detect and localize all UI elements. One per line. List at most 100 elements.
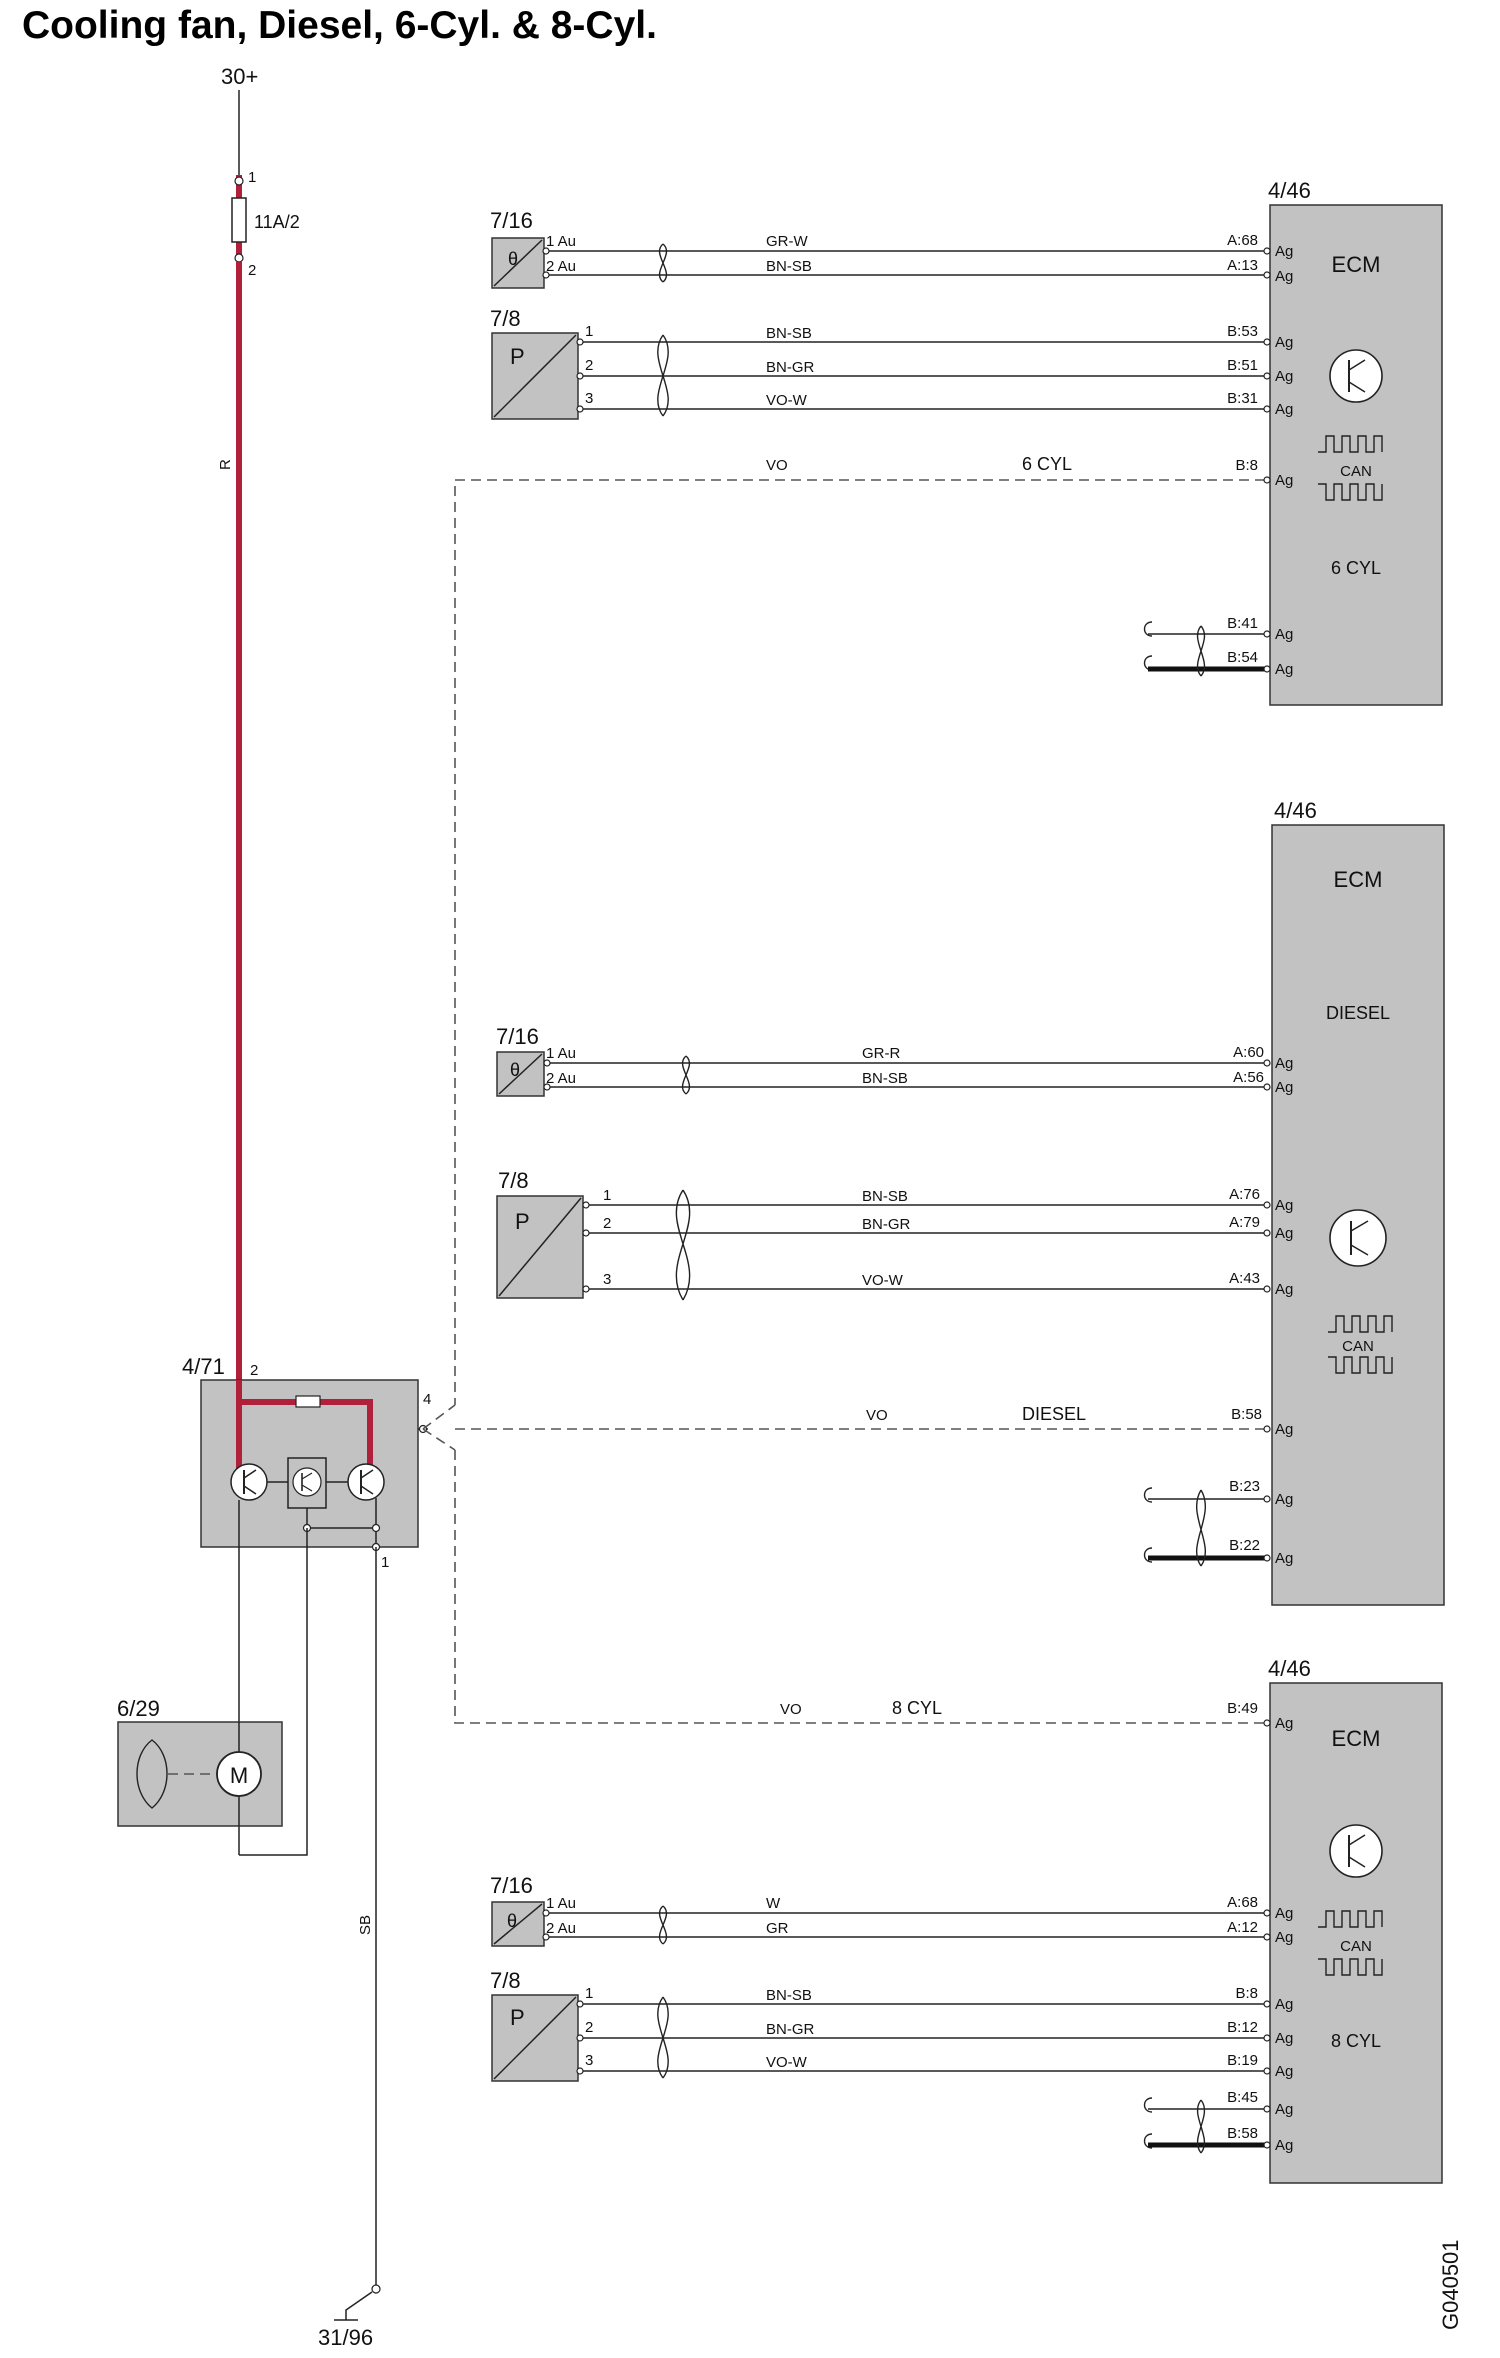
ecm-pin-label: A:13 [1227, 257, 1258, 274]
ecm-8cyl-pins: Ag Ag Ag Ag Ag Ag Ag Ag [1263, 1715, 1293, 2154]
svg-text:Ag: Ag [1275, 661, 1293, 678]
svg-text:1: 1 [603, 1187, 611, 1204]
svg-text:GR-R: GR-R [862, 1045, 900, 1062]
svg-text:Ag: Ag [1275, 1055, 1293, 1072]
svg-text:BN-GR: BN-GR [766, 2021, 815, 2038]
fuse-pin-2-label: 2 [248, 262, 256, 279]
svg-text:B:54: B:54 [1227, 649, 1258, 666]
ecm-diesel-pins: Ag Ag Ag Ag Ag Ag Ag Ag [1263, 1055, 1293, 1567]
svg-text:Ag: Ag [1275, 2101, 1293, 2118]
temp-sensor-theta-icon: θ [508, 249, 518, 269]
svg-text:3: 3 [585, 390, 593, 407]
svg-text:2: 2 [585, 2019, 593, 2036]
signal-variant-tag: 8 CYL [892, 1698, 942, 1718]
svg-text:Ag: Ag [1275, 1421, 1293, 1438]
drawing-id: G040501 [1438, 2239, 1463, 2330]
svg-text:M: M [230, 1763, 248, 1788]
ecm-8cyl-can-icon: CAN [1318, 1910, 1383, 1976]
signal-wire-color: VO [780, 1701, 802, 1718]
svg-text:Ag: Ag [1275, 2063, 1293, 2080]
ecm-diesel-pressure-sensor-id: 7/8 [498, 1168, 529, 1193]
svg-text:CAN: CAN [1340, 463, 1372, 480]
svg-text:B:23: B:23 [1229, 1478, 1260, 1495]
svg-text:1 Au: 1 Au [546, 1045, 576, 1062]
twisted-triple-icon [657, 334, 669, 417]
svg-text:Ag: Ag [1275, 368, 1293, 385]
temp-sensor-theta-icon: θ [507, 1911, 517, 1931]
pressure-sensor-p-icon: P [510, 344, 525, 369]
ecm-6cyl-variant: 6 CYL [1331, 558, 1381, 578]
svg-text:VO-W: VO-W [766, 392, 808, 409]
svg-text:B:41: B:41 [1227, 615, 1258, 632]
svg-text:Ag: Ag [1275, 1197, 1293, 1214]
ecm-6cyl-title: ECM [1332, 252, 1381, 277]
svg-text:BN-GR: BN-GR [766, 359, 815, 376]
ecm-8cyl-box [1269, 1682, 1443, 2184]
svg-text:CAN: CAN [1342, 1338, 1374, 1355]
svg-text:A:68: A:68 [1227, 1894, 1258, 1911]
svg-text:1: 1 [585, 323, 593, 340]
svg-text:Ag: Ag [1275, 1225, 1293, 1242]
ecm-diesel-variant: DIESEL [1326, 1003, 1390, 1023]
svg-text:GR: GR [766, 1920, 789, 1937]
motor-icon: M [216, 1751, 262, 1797]
ecm-diesel-section: 4/46 ECM DIESEL CAN 7/16 θ 1 Au 2 Au GR-… [496, 798, 1445, 1606]
control-module-pin-4-label: 4 [423, 1391, 431, 1408]
svg-text:BN-SB: BN-SB [766, 325, 812, 342]
transistor-left-icon [230, 1463, 268, 1501]
svg-text:Ag: Ag [1275, 1491, 1293, 1508]
svg-text:Ag: Ag [1275, 1079, 1293, 1096]
ground-wire-color: SB [357, 1915, 374, 1935]
temp-pin-2-label: 2 Au [546, 258, 576, 275]
ecm-8cyl-temp-sensor-id: 7/16 [490, 1873, 533, 1898]
svg-text:Ag: Ag [1275, 472, 1293, 489]
temp-pin-1-label: 1 Au [546, 233, 576, 250]
control-transistor-icon [287, 1457, 327, 1509]
svg-text:Ag: Ag [1275, 626, 1293, 643]
signal-variant-tag: 6 CYL [1022, 454, 1072, 474]
ecm-8cyl-title: ECM [1332, 1726, 1381, 1751]
svg-text:B:45: B:45 [1227, 2089, 1258, 2106]
svg-text:3: 3 [585, 2052, 593, 2069]
fuse-11a2 [231, 197, 247, 243]
ecm-8cyl-variant: 8 CYL [1331, 2031, 1381, 2051]
control-module-pin-2: 2 [250, 1362, 258, 1379]
svg-text:2: 2 [585, 357, 593, 374]
svg-text:BN-SB: BN-SB [862, 1070, 908, 1087]
ground-label: 31/96 [318, 2325, 373, 2350]
ecm-6cyl-transistor-icon [1329, 349, 1383, 403]
svg-text:B:22: B:22 [1229, 1537, 1260, 1554]
svg-text:A:12: A:12 [1227, 1919, 1258, 1936]
signal-wire-color: VO [866, 1407, 888, 1424]
signal-variant-tag: DIESEL [1022, 1404, 1086, 1424]
svg-text:2: 2 [603, 1215, 611, 1232]
svg-text:A:56: A:56 [1233, 1069, 1264, 1086]
svg-text:B:12: B:12 [1227, 2019, 1258, 2036]
ecm-6cyl-box [1269, 204, 1443, 706]
svg-text:Ag: Ag [1275, 334, 1293, 351]
ecm-6cyl-section: 4/46 ECM CAN 6 CYL 7/16 θ 1 Au 2 Au GR-W… [490, 178, 1443, 706]
control-module-id: 4/71 [182, 1354, 225, 1379]
pressure-sensor-p-icon: P [515, 1209, 530, 1234]
signal-wire-color: VO [766, 457, 788, 474]
ecm-6cyl-pressure-sensor-id: 7/8 [490, 306, 521, 331]
internal-fuse [295, 1395, 321, 1408]
ecm-6cyl-id: 4/46 [1268, 178, 1311, 203]
ecm-8cyl-transistor-icon [1329, 1824, 1383, 1878]
svg-text:Ag: Ag [1275, 1929, 1293, 1946]
svg-text:A:76: A:76 [1229, 1186, 1260, 1203]
svg-text:Ag: Ag [1275, 1996, 1293, 2013]
svg-text:1: 1 [585, 1985, 593, 2002]
svg-text:30+: 30+ [221, 64, 258, 89]
twisted-pair-icon [658, 243, 668, 283]
supply-30-label: 30+ [221, 64, 258, 89]
ecm-diesel-transistor-icon [1329, 1209, 1387, 1267]
svg-text:W: W [766, 1895, 781, 1912]
wire-color-label: GR-W [766, 233, 808, 250]
svg-text:A:60: A:60 [1233, 1044, 1264, 1061]
transistor-right-icon [347, 1463, 385, 1501]
svg-text:B:53: B:53 [1227, 323, 1258, 340]
svg-text:BN-GR: BN-GR [862, 1216, 911, 1233]
ecm-6cyl-temp-sensor-id: 7/16 [490, 208, 533, 233]
